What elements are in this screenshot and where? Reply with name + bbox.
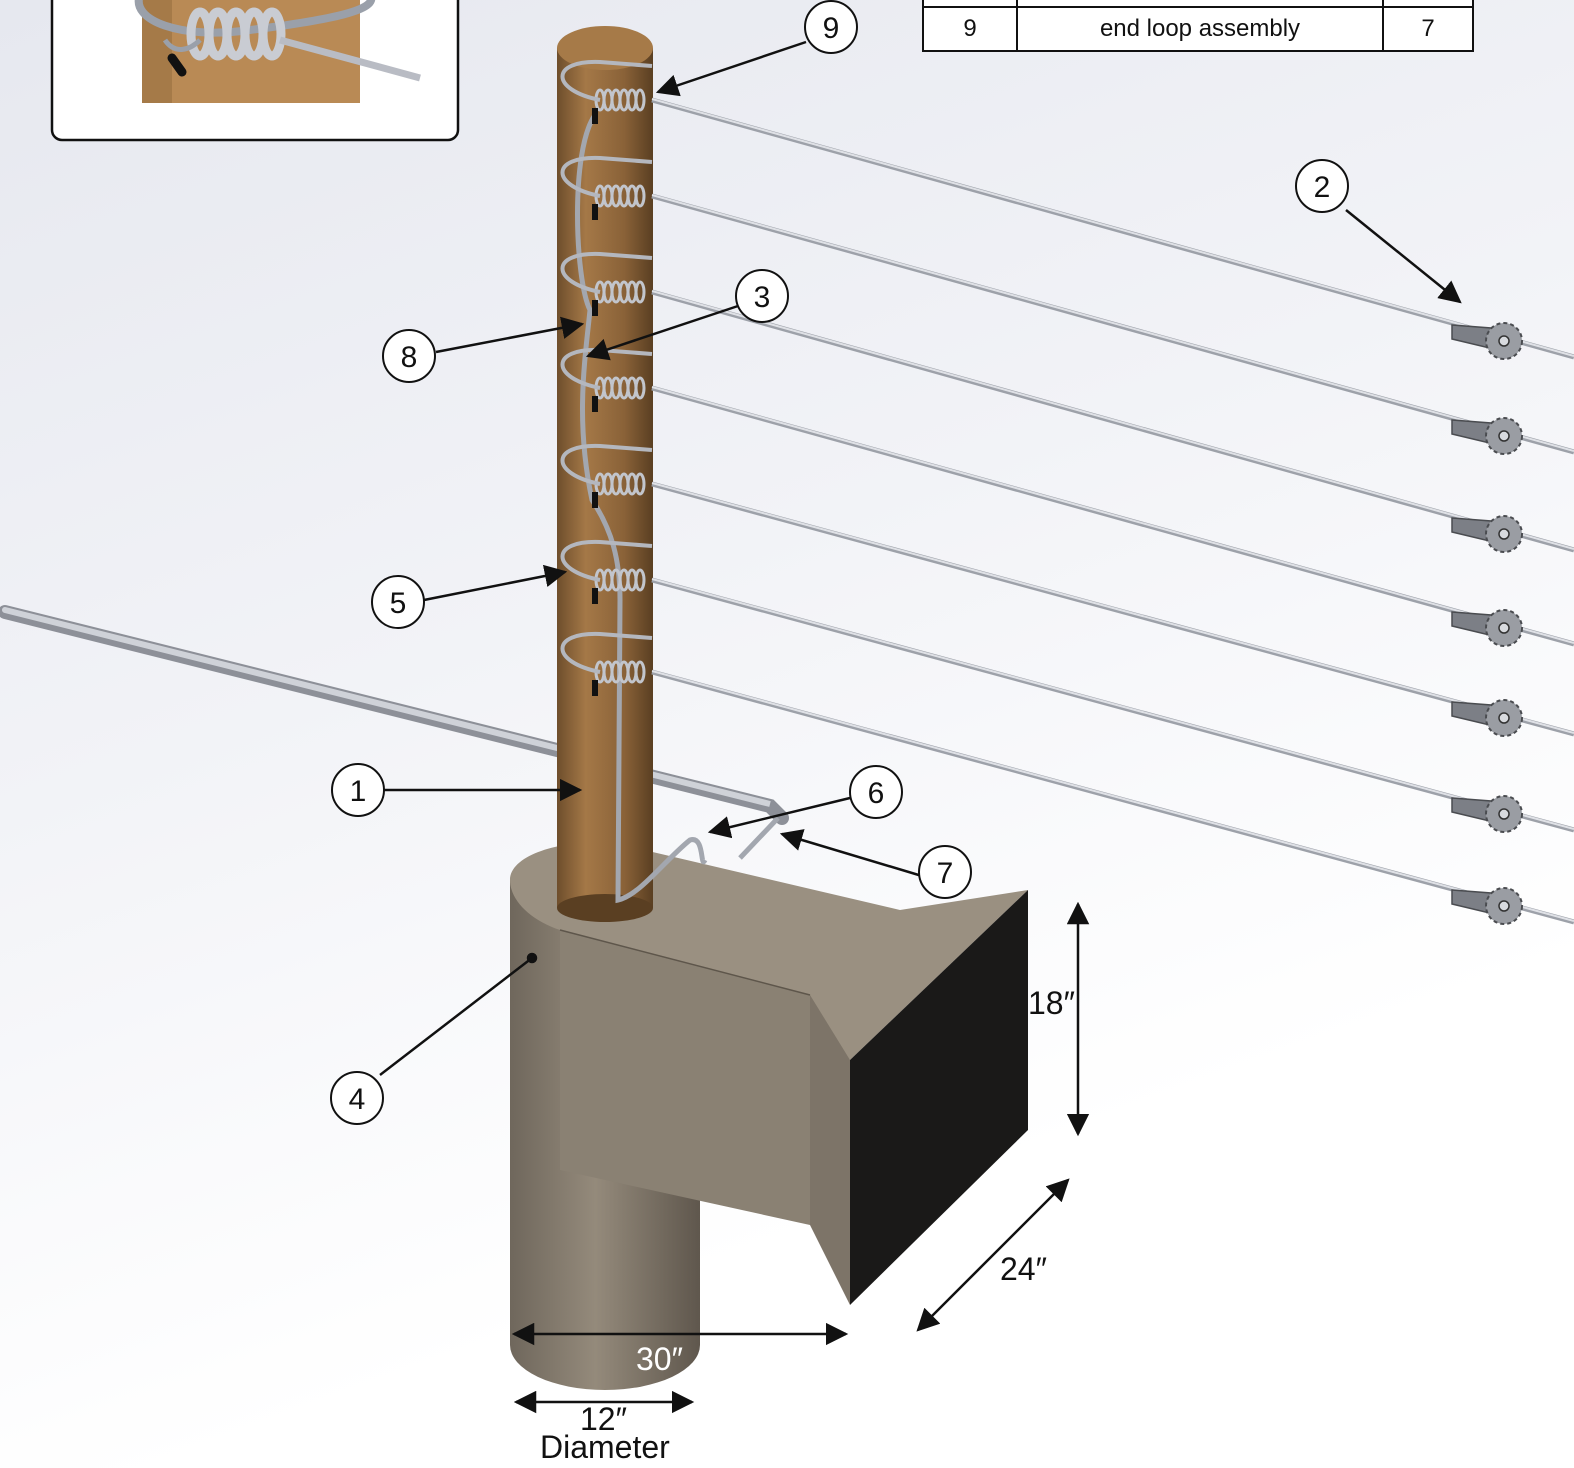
depth-label: 24″ (1000, 1251, 1047, 1287)
wire-tensioner (1451, 417, 1523, 455)
end-loop-coil (560, 539, 653, 604)
wire-tensioner (1451, 795, 1523, 833)
wire-tensioner (1451, 887, 1523, 925)
svg-text:7: 7 (937, 857, 954, 890)
callout-bubbles: 1 2 3 4 5 6 7 8 9 (330, 0, 1349, 1125)
diameter-value: 12″ (580, 1401, 627, 1437)
depth-dimension-line (916, 1178, 1070, 1332)
fence-wire-highlight (651, 290, 1574, 550)
svg-text:5: 5 (390, 587, 407, 620)
item-number-cell: 9 (922, 6, 1018, 52)
height-label: 18″ (1028, 985, 1075, 1021)
callout-3: 3 (735, 269, 789, 323)
wire-tensioner (1451, 699, 1523, 737)
end-loop-coil (560, 443, 653, 508)
end-loop-coil (560, 59, 653, 124)
svg-text:4: 4 (349, 1083, 366, 1116)
wire-tensioner (1451, 322, 1523, 360)
dimension-lines (511, 901, 1090, 1414)
wire-tensioner (1451, 515, 1523, 553)
callout-4: 4 (330, 1071, 384, 1125)
fence-wires (560, 59, 1574, 925)
leader-lines (379, 40, 1462, 1076)
svg-text:3: 3 (754, 281, 771, 314)
end-loop-coil (560, 347, 653, 412)
brace-pipe (0, 605, 789, 825)
description-cell: end loop assembly (1016, 6, 1384, 52)
end-loop-coil (560, 631, 653, 696)
wire-tensioner (1451, 609, 1523, 647)
callout-8: 8 (382, 329, 436, 383)
callout-7: 7 (918, 845, 972, 899)
table-row-partial (922, 0, 1474, 8)
concrete-footing (510, 841, 1028, 1390)
svg-text:1: 1 (350, 775, 367, 808)
svg-text:6: 6 (868, 777, 885, 810)
fence-wire-highlight (651, 194, 1574, 452)
svg-text:9: 9 (823, 12, 840, 45)
callout-5: 5 (371, 575, 425, 629)
detail-inset (50, 0, 460, 142)
callout-9: 9 (804, 0, 858, 54)
end-loop-coil (560, 155, 653, 220)
fence-wire-highlight (651, 670, 1574, 922)
dimension-labels: 18″ 24″ 30″ 12″ Diameter (540, 985, 1075, 1465)
fence-wire-highlight (651, 98, 1574, 357)
quantity-cell: 7 (1382, 6, 1474, 52)
fence-wire-highlight (651, 578, 1574, 830)
fence-wire-highlight (651, 386, 1574, 644)
callout-6: 6 (849, 765, 903, 819)
svg-text:8: 8 (401, 341, 418, 374)
end-loop-coil (560, 251, 653, 316)
svg-text:2: 2 (1314, 171, 1331, 204)
fence-wire-highlight (651, 482, 1574, 734)
width-label: 30″ (636, 1341, 683, 1377)
diameter-label: Diameter (540, 1429, 670, 1465)
callout-2: 2 (1295, 159, 1349, 213)
callout-1: 1 (331, 763, 385, 817)
